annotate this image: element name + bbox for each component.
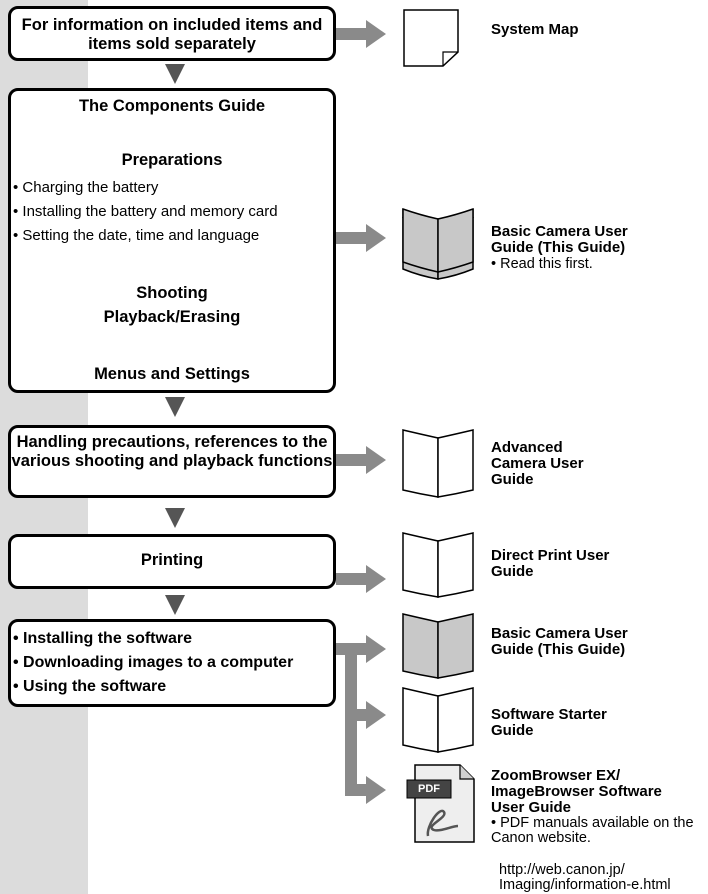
pdf-file-icon	[406, 764, 475, 843]
list-item: • Downloading images to a computer	[13, 654, 294, 671]
precautions-text: Handling precautions, references to the …	[11, 433, 333, 470]
pdf-badge: PDF	[418, 783, 440, 795]
menus-heading: Menus and Settings	[94, 365, 250, 383]
components-guide-box: The Components Guide Preparations • Char…	[8, 88, 336, 393]
shooting-heading: Shooting	[136, 284, 208, 302]
included-items-box: For information on included items and it…	[8, 6, 336, 61]
list-item: • Charging the battery	[13, 179, 159, 196]
list-item: • Installing the software	[13, 630, 192, 647]
down-arrow	[165, 397, 185, 417]
list-item: • Setting the date, time and language	[13, 227, 260, 244]
pdf-url-line1: http://web.canon.jp/	[499, 862, 625, 878]
precautions-box: Handling precautions, references to the …	[8, 425, 336, 498]
components-guide-title: The Components Guide	[78, 97, 266, 115]
down-arrow	[165, 64, 185, 84]
right-arrow	[336, 446, 386, 474]
down-arrow	[165, 595, 185, 615]
basic-guide-label-2: Basic Camera User Guide (This Guide)	[491, 625, 628, 658]
software-starter-label: Software Starter Guide	[491, 706, 607, 739]
list-item: • Installing the battery and memory card	[13, 203, 278, 220]
direct-print-label: Direct Print User Guide	[491, 547, 610, 580]
book-icon-direct-print	[402, 532, 474, 598]
book-icon-basic-2	[402, 613, 474, 679]
basic-guide-note: • Read this first.	[491, 256, 593, 272]
book-icon-software-starter	[402, 687, 474, 753]
printing-box: Printing	[8, 534, 336, 589]
right-arrow	[336, 20, 386, 48]
pdf-note: • PDF manuals available on the Canon web…	[491, 815, 694, 846]
system-map-label: System Map	[491, 21, 579, 38]
software-box: • Installing the software • Downloading …	[8, 619, 336, 707]
advanced-guide-label: Advanced Camera User Guide	[491, 439, 584, 488]
included-items-text: For information on included items and it…	[21, 16, 323, 53]
branch-arrow	[336, 635, 386, 804]
playback-heading: Playback/Erasing	[103, 308, 241, 326]
printing-text: Printing	[140, 551, 204, 569]
zoombrowser-label: ZoomBrowser EX/ ImageBrowser Software Us…	[491, 767, 662, 816]
down-arrow	[165, 508, 185, 528]
list-item: • Using the software	[13, 678, 167, 695]
preparations-heading: Preparations	[121, 151, 223, 169]
right-arrow	[336, 224, 386, 252]
book-icon-advanced	[402, 429, 474, 498]
basic-guide-label: Basic Camera User Guide (This Guide)	[491, 223, 628, 256]
system-map-page-icon	[403, 9, 459, 67]
right-arrow	[336, 565, 386, 593]
pdf-url-line2: Imaging/information-e.html	[499, 877, 671, 893]
book-icon-basic-1	[402, 207, 474, 280]
